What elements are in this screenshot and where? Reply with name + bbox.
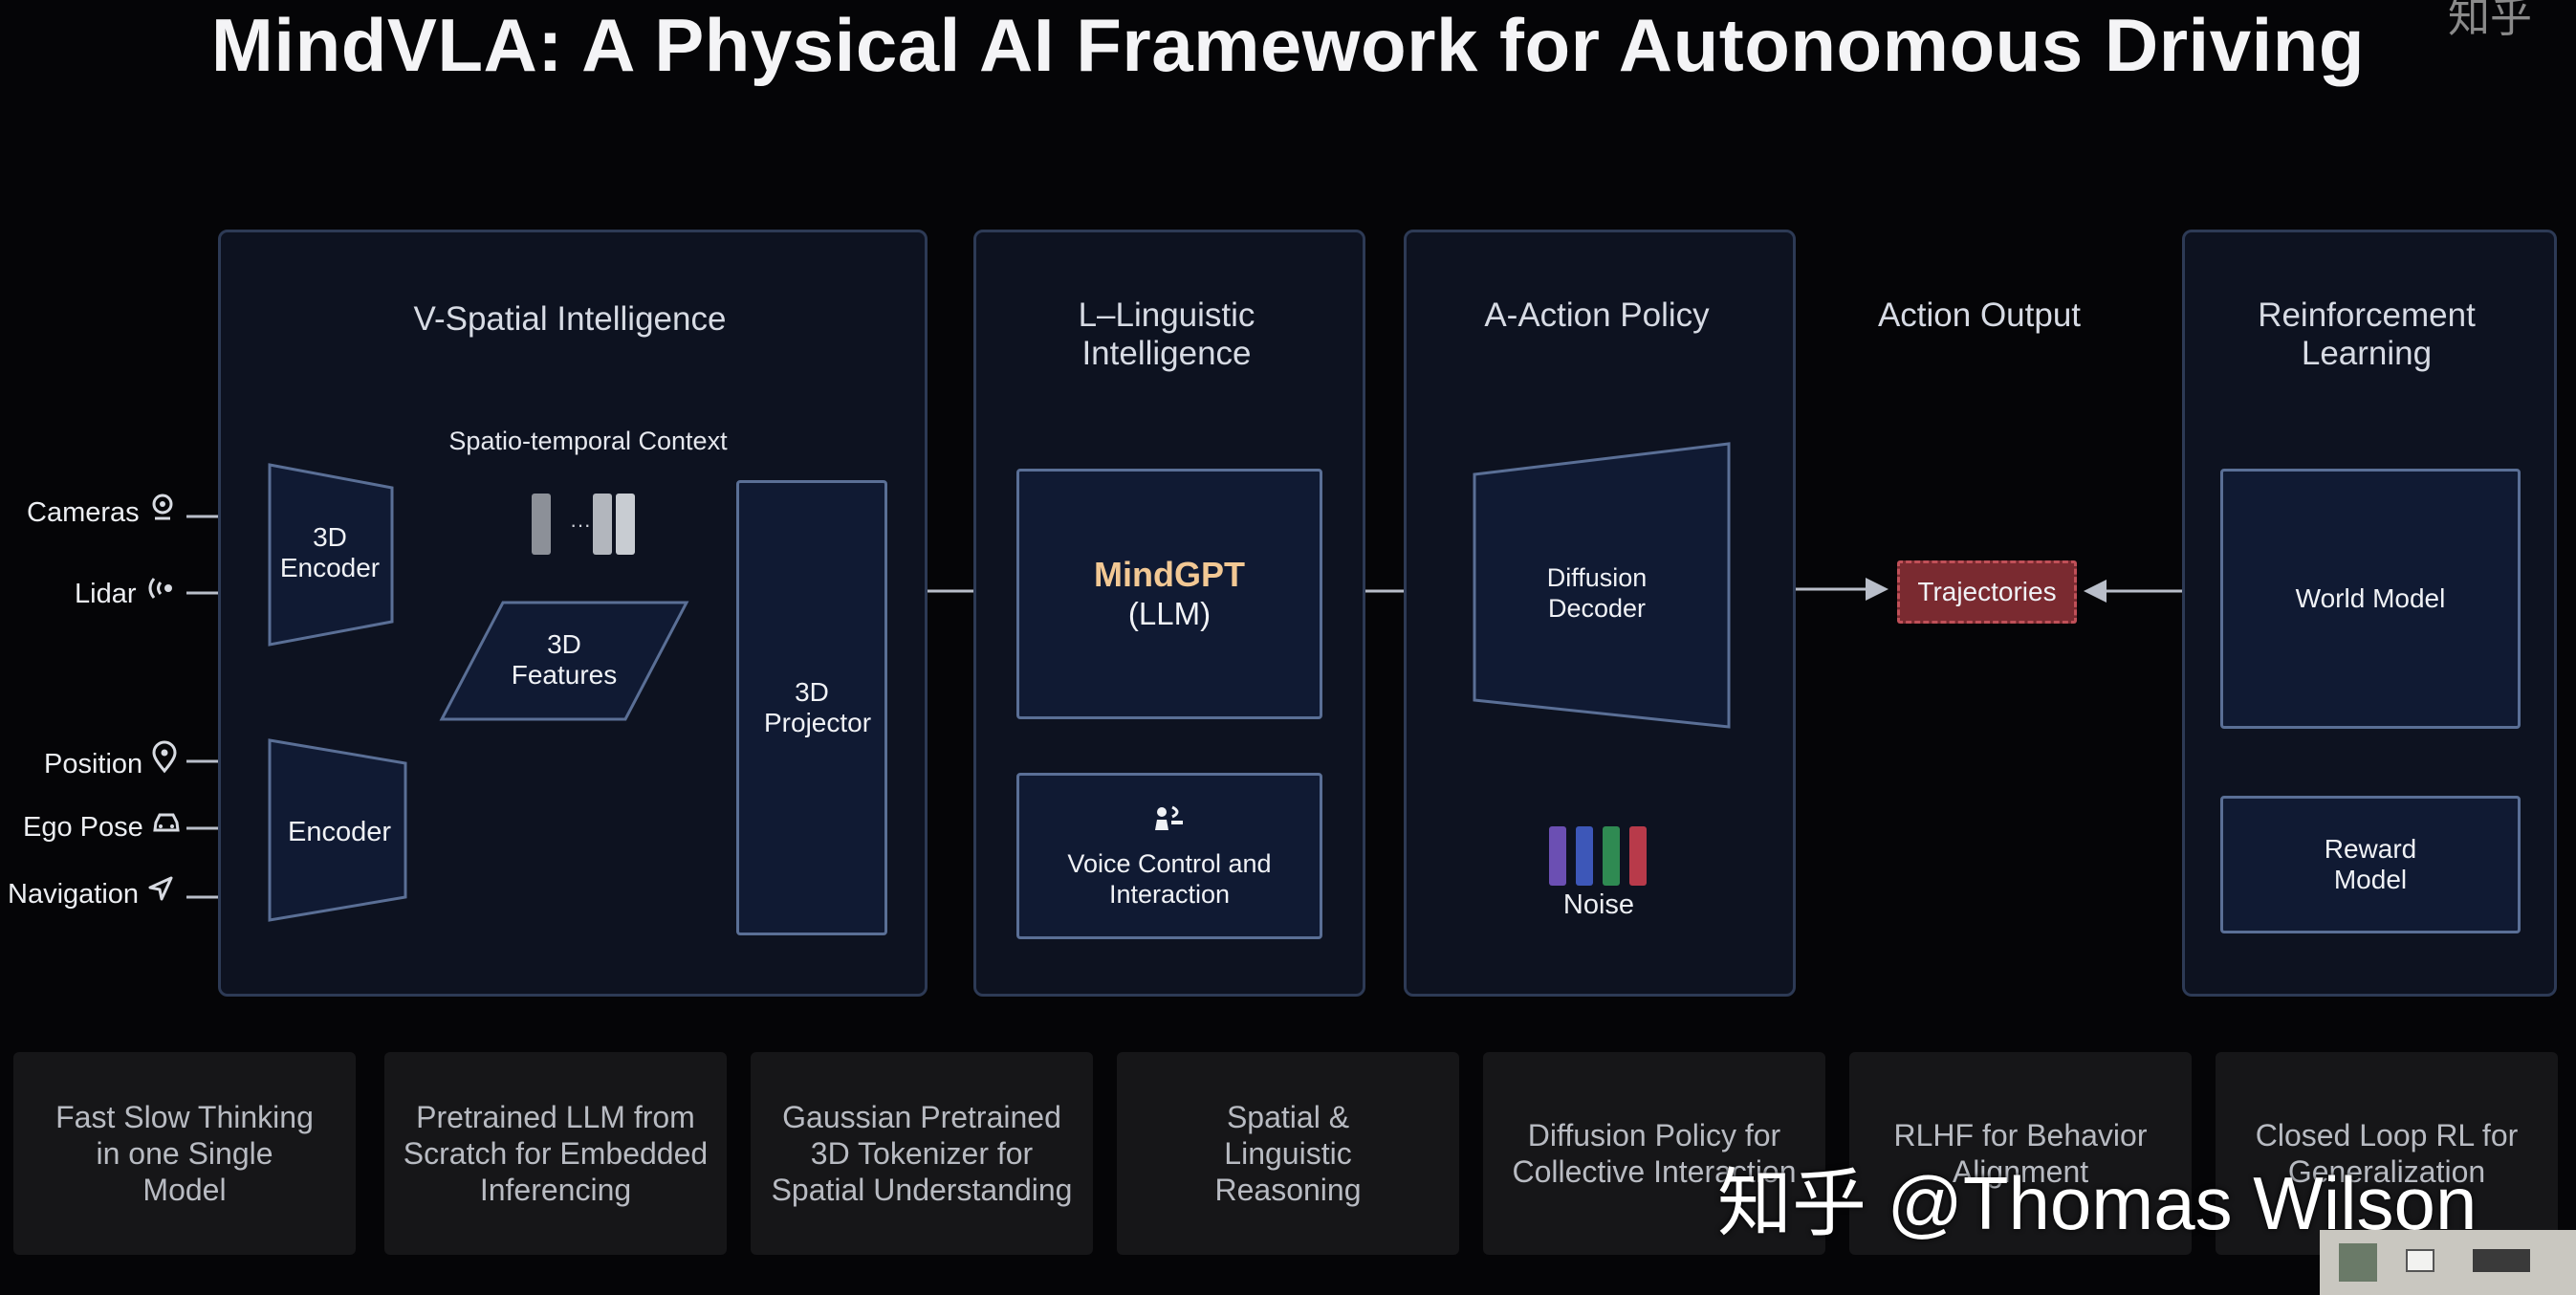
- projector3d-label: 3D Projector: [764, 677, 872, 737]
- input-cameras-label: Cameras: [27, 497, 140, 528]
- voice-person-icon: [1153, 803, 1186, 839]
- feature-text-6: RLHF for Behavior Alignment: [1893, 1118, 2148, 1189]
- feature-text-3: Gaussian Pretrained 3D Tokenizer for Spa…: [771, 1100, 1073, 1207]
- location-pin-icon: [150, 740, 179, 780]
- input-ego-pose: Ego Pose: [23, 811, 182, 844]
- camera-icon: [147, 493, 178, 529]
- input-ego-pose-label: Ego Pose: [23, 812, 143, 843]
- input-lidar-label: Lidar: [75, 579, 137, 609]
- input-navigation-label: Navigation: [8, 879, 140, 910]
- feature-box-5: Diffusion Policy for Collective Interact…: [1483, 1052, 1825, 1255]
- feature-text-4: Spatial & Linguistic Reasoning: [1214, 1100, 1362, 1207]
- mindgpt-label: MindGPT: [1094, 555, 1245, 594]
- page-title: MindVLA: A Physical AI Framework for Aut…: [210, 3, 2366, 87]
- input-lidar: Lidar: [75, 574, 177, 610]
- video-thumbnail: [2320, 1230, 2576, 1295]
- v-spatial-title: V-Spatial Intelligence: [413, 300, 727, 338]
- l-linguistic-title: L–Linguistic Intelligence: [1078, 296, 1255, 372]
- encoder-label: Encoder: [287, 817, 391, 847]
- encoder3d-shape: [268, 463, 394, 647]
- projector3d-box: 3D Projector: [736, 480, 887, 935]
- mindgpt-llm-label: (LLM): [1127, 596, 1212, 631]
- rl-title: Reinforcement Learning: [2258, 296, 2476, 372]
- corner-logo-fragment: 知乎: [2448, 0, 2532, 41]
- spatio-temporal-context-label: Spatio-temporal Context: [448, 427, 728, 455]
- diffusion-decoder-shape: [1473, 442, 1731, 729]
- feature-box-2: Pretrained LLM from Scratch for Embedded…: [384, 1052, 727, 1255]
- lidar-icon: [144, 574, 177, 610]
- input-position: Position: [44, 740, 179, 780]
- features3d-label: 3D Features: [511, 629, 618, 690]
- car-icon: [151, 811, 182, 844]
- context-tokens-icon: ···: [532, 494, 635, 555]
- feature-box-6: RLHF for Behavior Alignment: [1849, 1052, 2192, 1255]
- noise-bars-icon: [1549, 826, 1647, 886]
- feature-text-1: Fast Slow Thinking in one Single Model: [55, 1100, 314, 1207]
- feature-box-3: Gaussian Pretrained 3D Tokenizer for Spa…: [751, 1052, 1093, 1255]
- world-model-label: World Model: [2295, 583, 2446, 613]
- noise-label: Noise: [1562, 889, 1635, 920]
- trajectories-box: Trajectories: [1897, 560, 2077, 624]
- action-output-title: Action Output: [1877, 296, 2082, 334]
- voice-control-box: Voice Control and Interaction: [1016, 773, 1322, 939]
- features3d-shape: [439, 601, 689, 721]
- svg-text:···: ···: [570, 513, 591, 537]
- feature-text-5: Diffusion Policy for Collective Interact…: [1512, 1118, 1797, 1189]
- encoder-shape: [268, 738, 407, 922]
- reward-model-box: Reward Model: [2220, 796, 2521, 933]
- feature-box-7: Closed Loop RL for Generalization: [2216, 1052, 2558, 1255]
- feature-text-7: Closed Loop RL for Generalization: [2255, 1118, 2519, 1189]
- trajectories-label: Trajectories: [1917, 577, 2057, 606]
- navigation-arrow-icon: [146, 874, 175, 911]
- reward-model-label: Reward Model: [2324, 834, 2417, 894]
- feature-box-4: Spatial & Linguistic Reasoning: [1117, 1052, 1459, 1255]
- input-navigation: Navigation: [8, 874, 175, 911]
- a-action-title: A-Action Policy: [1484, 296, 1710, 334]
- voice-control-label: Voice Control and Interaction: [1067, 848, 1272, 909]
- diffusion-decoder-label: Diffusion Decoder: [1546, 563, 1648, 623]
- feature-text-2: Pretrained LLM from Scratch for Embedded…: [403, 1100, 709, 1207]
- mindgpt-box: MindGPT (LLM): [1016, 469, 1322, 719]
- input-cameras: Cameras: [27, 493, 178, 529]
- input-position-label: Position: [44, 749, 143, 779]
- world-model-box: World Model: [2220, 469, 2521, 729]
- feature-box-1: Fast Slow Thinking in one Single Model: [13, 1052, 356, 1255]
- encoder3d-label: 3D Encoder: [279, 522, 381, 582]
